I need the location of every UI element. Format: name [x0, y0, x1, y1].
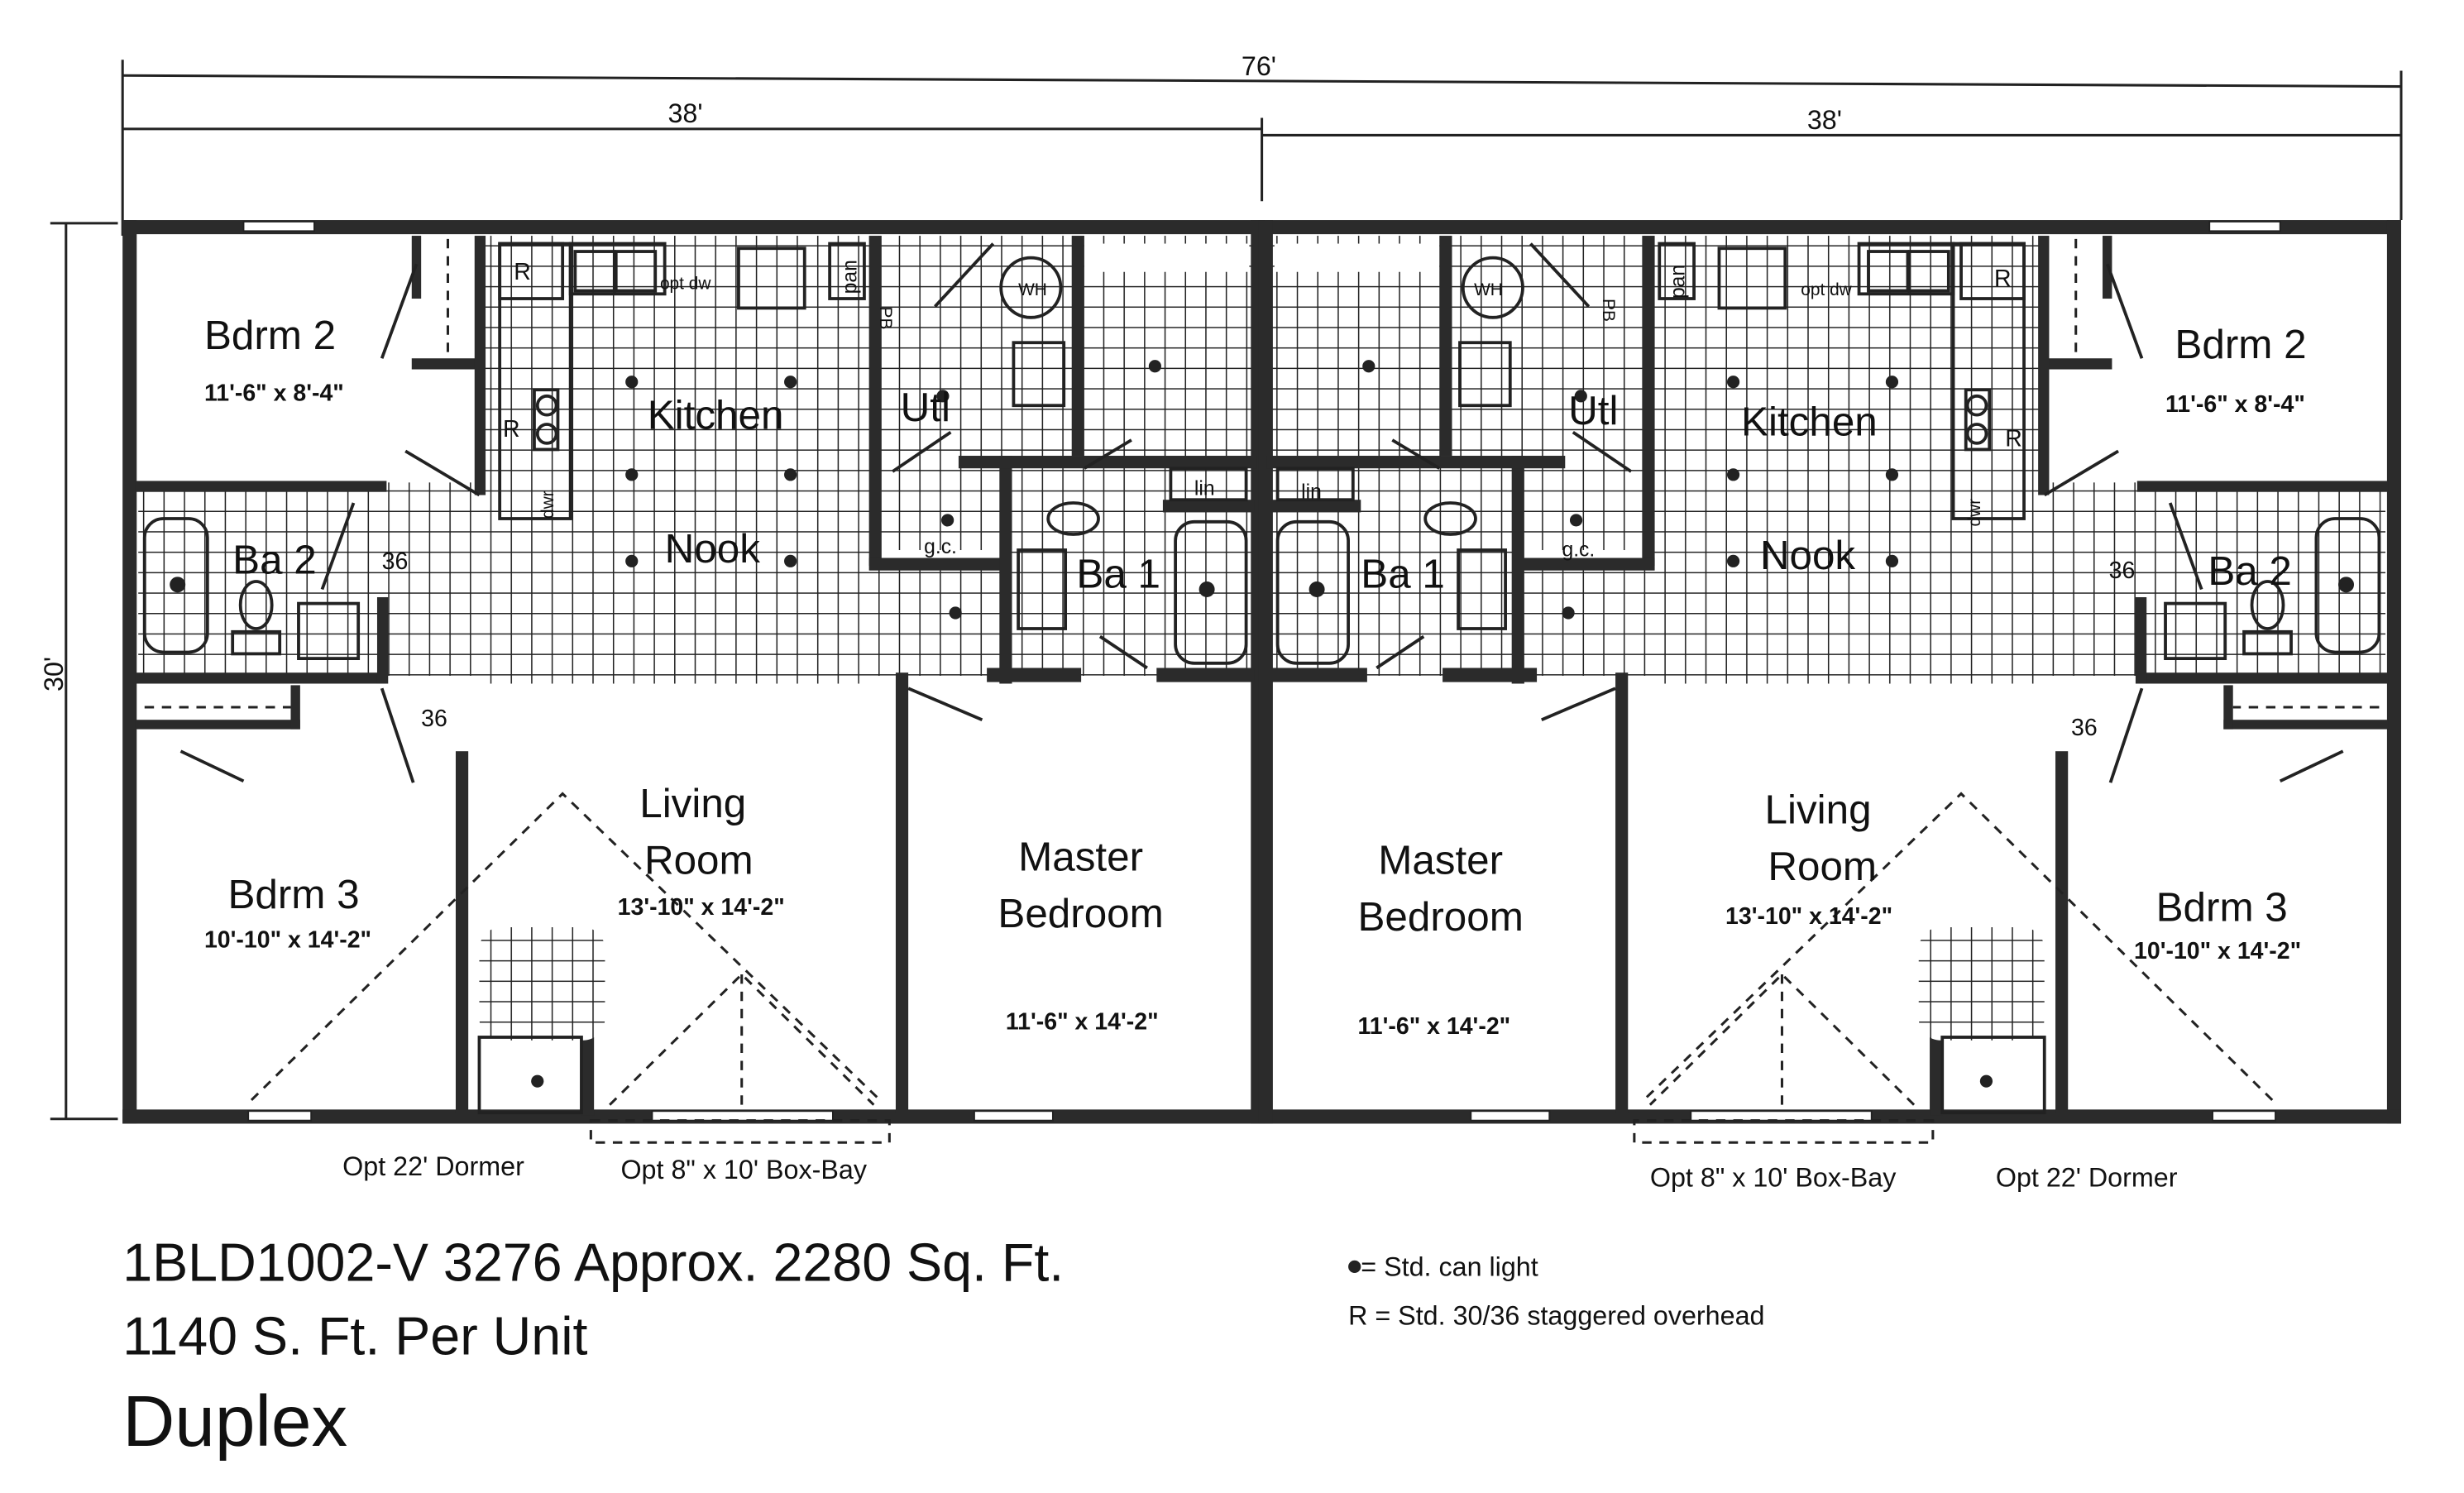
- room-living: Room: [1768, 844, 1877, 889]
- room-living: Living: [639, 781, 746, 826]
- room-ba1: Ba 1: [1361, 552, 1445, 597]
- pb-label: PB: [876, 307, 895, 330]
- right-width: 38': [1807, 105, 1842, 135]
- overhead-label: R: [514, 259, 531, 285]
- water-heater-label: WH: [1474, 280, 1503, 299]
- room-kitchen: Kitchen: [1741, 399, 1878, 444]
- opt-dw-label: opt dw: [660, 275, 711, 294]
- overhead-label: R: [2005, 426, 2022, 452]
- opt-dw-label: opt dw: [1801, 280, 1852, 299]
- overhead-label: R: [503, 416, 520, 443]
- door-size: 36: [2109, 557, 2136, 584]
- room-utl: Utl: [901, 385, 950, 430]
- gc-label: g.c.: [1562, 539, 1595, 562]
- water-heater-label: WH: [1018, 280, 1047, 299]
- room-bdrm2-size: 11'-6" x 8'-4": [204, 380, 344, 407]
- room-bdrm3: Bdrm 3: [2156, 884, 2288, 930]
- dormer-note: Opt 22' Dormer: [1996, 1162, 2178, 1192]
- overhead-label: R: [1994, 266, 2012, 292]
- room-living-size: 13'-10" x 14'-2": [618, 894, 785, 921]
- room-bdrm3: Bdrm 3: [227, 872, 359, 917]
- room-bdrm3-size: 10'-10" x 14'-2": [204, 927, 371, 954]
- plan-type: Duplex: [122, 1381, 347, 1462]
- room-bdrm2: Bdrm 2: [2175, 322, 2306, 367]
- room-utl: Utl: [1568, 388, 1618, 433]
- linen-label: lin: [1194, 478, 1215, 500]
- pb-label: PB: [1599, 299, 1618, 322]
- room-master: Bedroom: [998, 891, 1163, 936]
- room-master: Master: [1018, 835, 1143, 880]
- room-ba1: Ba 1: [1076, 552, 1160, 597]
- pantry-label: pan: [839, 260, 861, 294]
- box-bay-note: Opt 8" x 10' Box-Bay: [1650, 1162, 1897, 1192]
- door-size: 36: [421, 706, 447, 732]
- unit-right-labels: Bdrm 2 11'-6" x 8'-4" Kitchen Nook Utl B…: [1301, 265, 2306, 1193]
- room-bdrm2-size: 11'-6" x 8'-4": [2165, 391, 2305, 418]
- model-title: 1BLD1002-V 3276 Approx. 2280 Sq. Ft.: [122, 1232, 1064, 1292]
- room-ba2: Ba 2: [2208, 548, 2292, 594]
- pantry-label: pan: [1667, 265, 1690, 299]
- unit-left-labels: Bdrm 2 11'-6" x 8'-4" Kitchen Nook Utl B…: [204, 259, 1215, 1184]
- per-unit-area: 1140 S. Ft. Per Unit: [122, 1307, 587, 1366]
- left-width: 38': [667, 98, 702, 128]
- door-size: 36: [2071, 715, 2098, 741]
- overall-width: 76': [1242, 51, 1276, 81]
- room-bdrm2: Bdrm 2: [204, 313, 336, 358]
- room-bdrm3-size: 10'-10" x 14'-2": [2134, 938, 2301, 964]
- legend-can-light: = Std. can light: [1361, 1252, 1538, 1282]
- drawer-label: dwr: [538, 490, 557, 519]
- room-master: Bedroom: [1357, 894, 1523, 940]
- room-master-size: 11'-6" x 14'-2": [1006, 1008, 1159, 1035]
- box-bay-note: Opt 8" x 10' Box-Bay: [620, 1155, 867, 1184]
- gc-label: g.c.: [924, 536, 957, 558]
- drawer-label: dwr: [1965, 499, 1984, 527]
- dormer-note: Opt 22' Dormer: [342, 1151, 524, 1181]
- legend-overhead: R = Std. 30/36 staggered overhead: [1348, 1301, 1764, 1331]
- can-light-icon: [1348, 1260, 1361, 1273]
- room-living-size: 13'-10" x 14'-2": [1725, 903, 1892, 930]
- linen-label: lin: [1301, 481, 1322, 503]
- dimension-lines: [50, 60, 2403, 1121]
- room-living: Living: [1765, 787, 1872, 833]
- room-nook: Nook: [1760, 533, 1856, 578]
- unit-left: [121, 218, 1267, 1145]
- room-living: Room: [644, 837, 754, 883]
- room-master-size: 11'-6" x 14'-2": [1357, 1013, 1510, 1040]
- room-kitchen: Kitchen: [648, 393, 784, 438]
- room-master: Master: [1378, 837, 1503, 883]
- room-nook: Nook: [665, 526, 761, 572]
- depth: 30': [39, 657, 69, 691]
- door-size: 36: [382, 548, 409, 575]
- room-ba2: Ba 2: [232, 538, 317, 583]
